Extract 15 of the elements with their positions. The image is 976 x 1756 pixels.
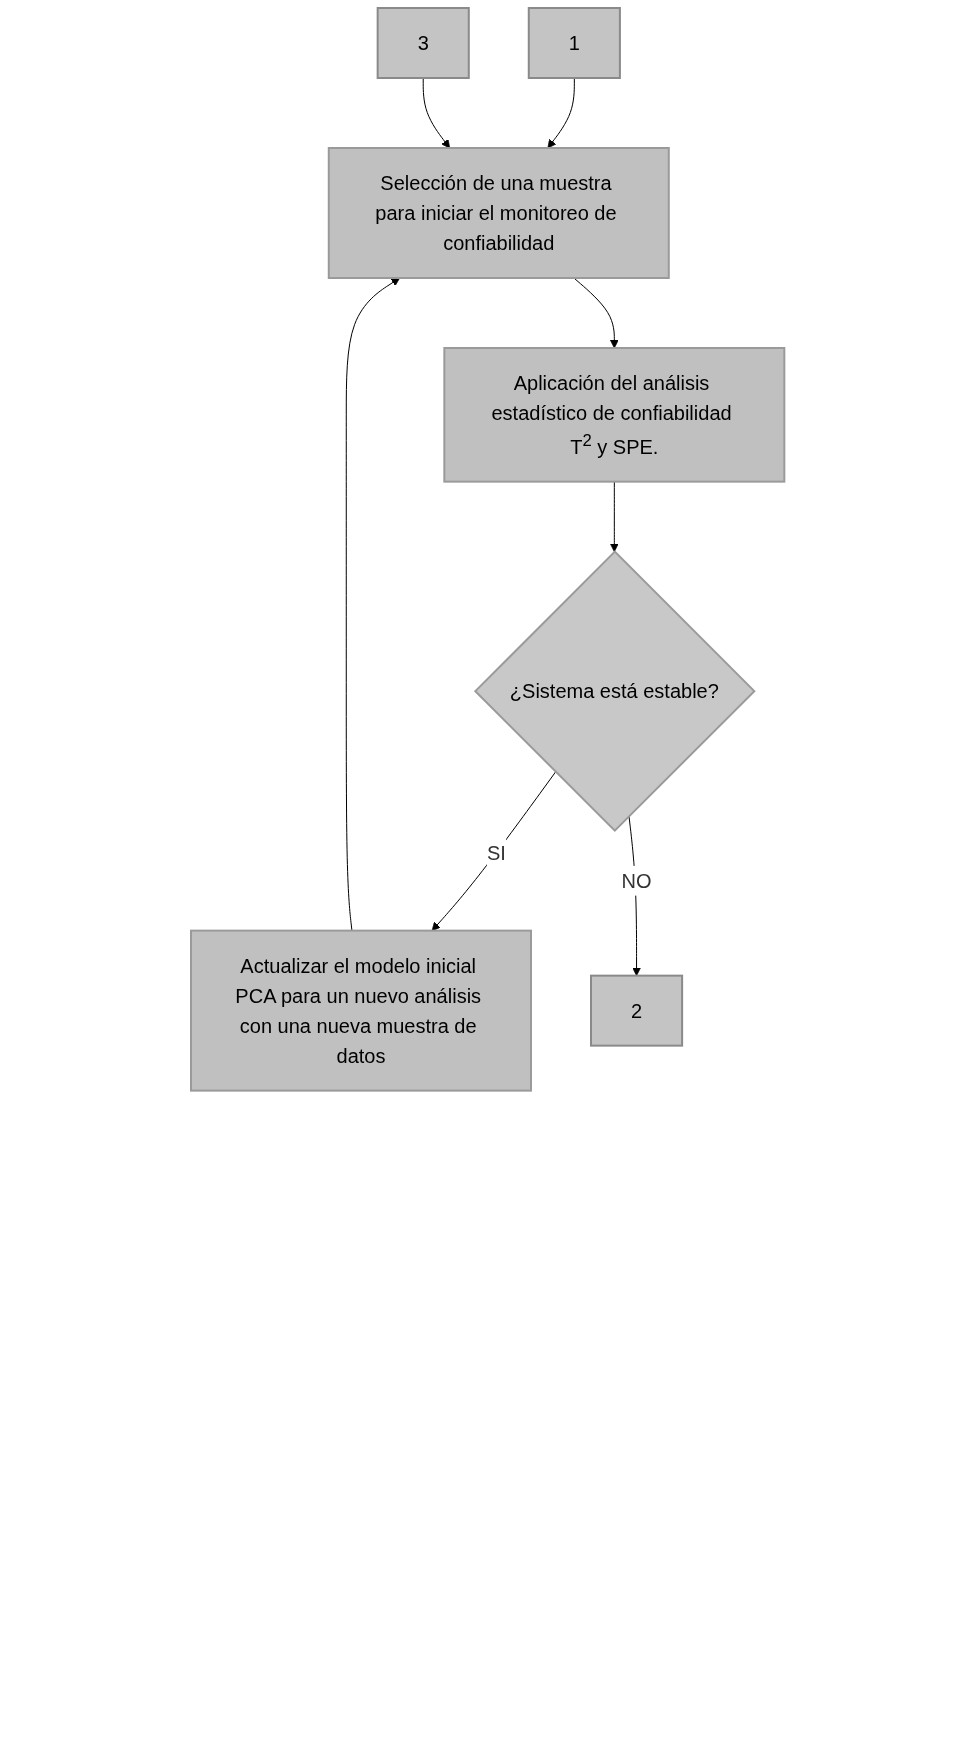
arrow	[423, 77, 451, 149]
edge-label: NO	[621, 869, 652, 892]
arrow	[432, 771, 557, 932]
arrow	[547, 77, 576, 149]
node-box: 3	[377, 7, 471, 79]
node-box: Aplicación del análisis estadístico de confiabilidad T$^{2}$ y SPE.	[443, 347, 786, 483]
edge-label: SI	[487, 842, 507, 865]
node-box: 2	[590, 974, 684, 1047]
node-diamond: ¿Sistema está estable?	[474, 550, 757, 833]
node-box: Selección de una muestra para iniciar el monitoreo de confiabilidad	[328, 147, 671, 279]
arrow	[346, 277, 401, 932]
arrow	[610, 481, 620, 553]
node-box: Actualizar el modelo inicial PCA para un nuevo análisis con una nueva muestra de datos	[190, 929, 533, 1092]
arrow	[573, 277, 620, 349]
node-box: 1	[528, 7, 622, 79]
